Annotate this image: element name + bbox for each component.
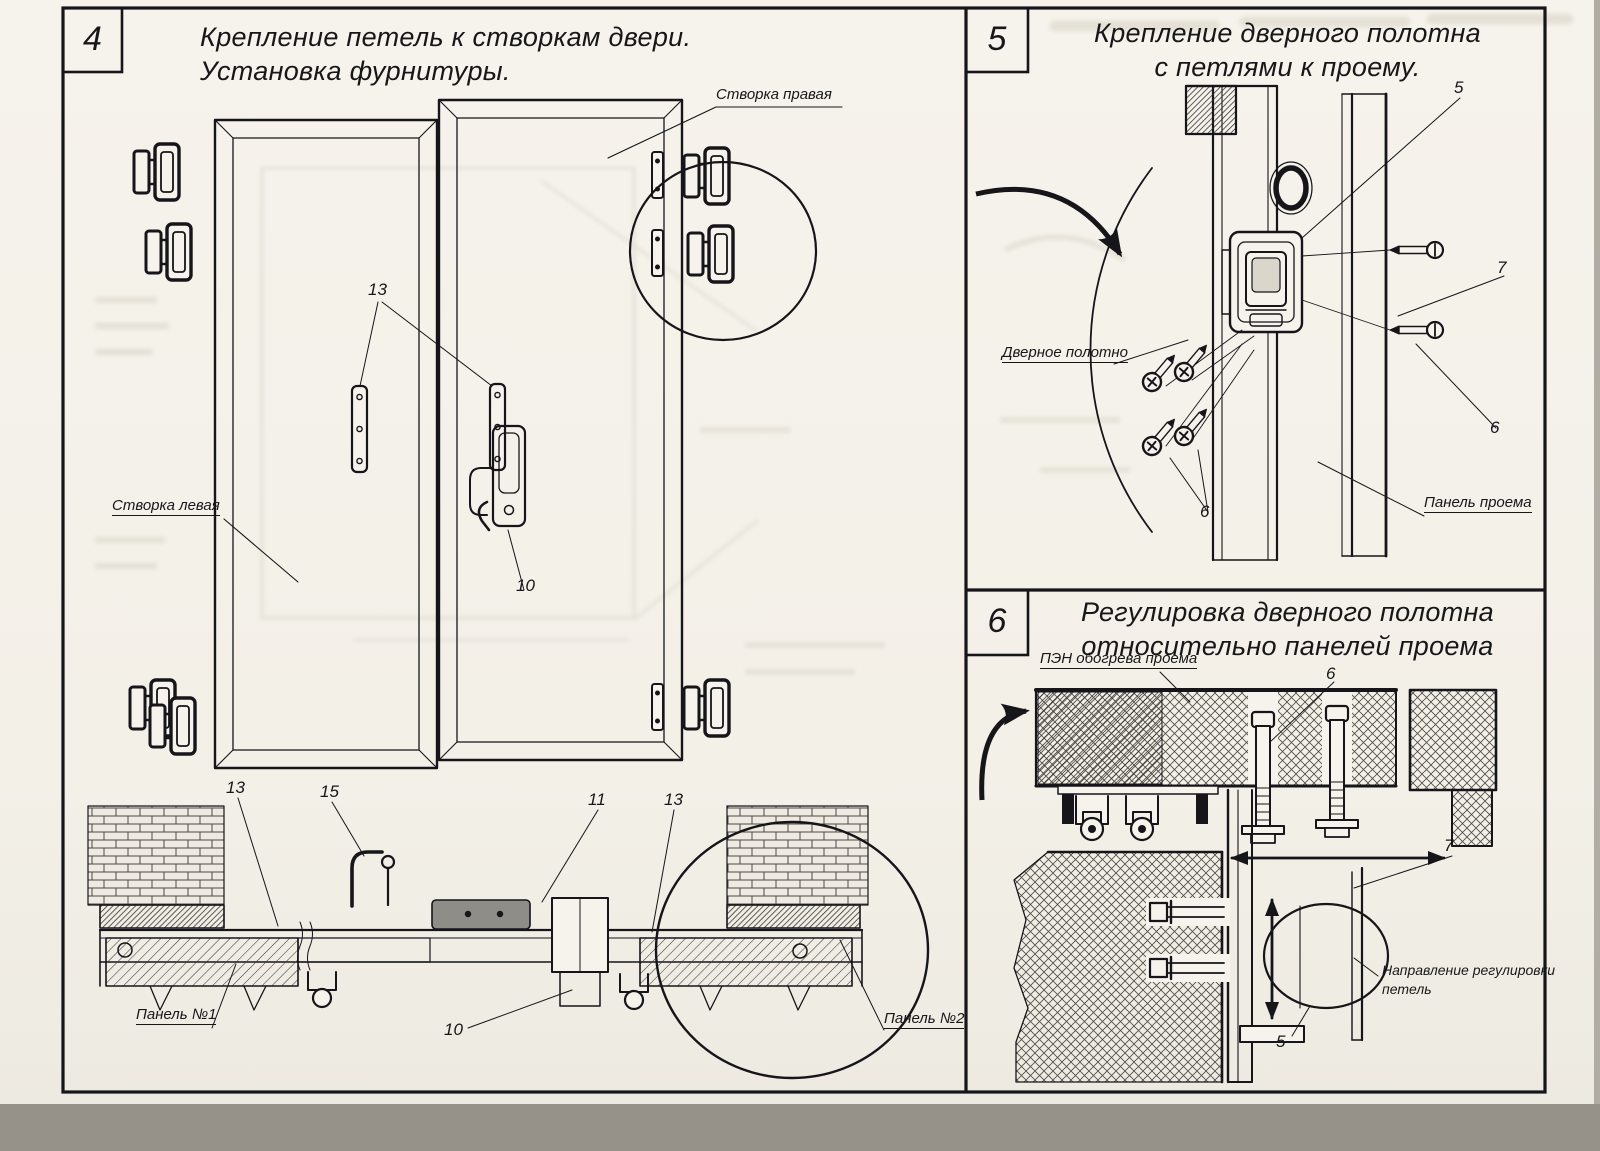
hinge-icon	[144, 222, 193, 282]
latch-plate-icon	[350, 384, 369, 474]
leader-opening-panel	[1317, 461, 1425, 517]
label-leaf-right: Створка правая	[716, 86, 832, 103]
label-opening-panel: Панель проема	[1424, 494, 1532, 514]
callout-6: 6	[1326, 664, 1336, 683]
panel4-title-line2: Установка фурнитуры.	[200, 56, 511, 86]
callout-5: 5	[1454, 78, 1464, 97]
bleedthrough-ghosts	[95, 13, 1574, 675]
leader-6-bottom	[1169, 449, 1209, 513]
door-leaf-right-drawing	[437, 98, 684, 762]
magnifier-arc	[1089, 167, 1153, 533]
roller-icon	[1124, 794, 1160, 842]
caster-icon	[306, 970, 338, 1009]
panel4-drawing	[87, 98, 930, 1080]
callout-15: 15	[320, 782, 339, 801]
panel5-title-line2: с петлями к проему.	[1154, 52, 1421, 82]
label-panel1: Панель №1	[136, 1006, 217, 1026]
hinge-icon	[132, 142, 181, 202]
floor-panel-1-section	[105, 937, 299, 987]
hinge-icon	[682, 678, 731, 738]
hinge-icon	[682, 146, 731, 206]
leader-5	[1291, 1005, 1311, 1037]
leader-5	[1301, 97, 1461, 239]
door-leaf-left-drawing	[213, 118, 439, 770]
magnifier-circle-threshold	[654, 820, 930, 1080]
screw-icon	[1388, 320, 1445, 340]
leader-15	[331, 801, 365, 857]
leader-leaf-right	[607, 106, 843, 159]
callout-7: 7	[1497, 258, 1507, 277]
hinge-detail-drawing	[1221, 230, 1304, 334]
leader-13-sill-right	[651, 809, 675, 933]
callout-5: 5	[1276, 1032, 1286, 1051]
leader-panel1	[211, 963, 237, 1029]
magnifier-circle-hinges	[628, 160, 818, 342]
leader-13-doors	[359, 301, 493, 387]
panel4-number: 4	[83, 20, 102, 58]
arrow-to-panel5	[975, 186, 1123, 258]
leader-6-right	[1415, 343, 1497, 429]
arrow-to-panel6	[979, 703, 1030, 801]
callout-10-sill: 10	[444, 1020, 463, 1039]
leader-heater	[1159, 671, 1191, 703]
panel5-title-line1: Крепление дверного полотна	[1094, 18, 1481, 48]
brick-wall-right	[726, 805, 869, 906]
leader-7	[1397, 275, 1505, 317]
leader-10-sill	[467, 989, 573, 1029]
screw-icon	[1170, 338, 1215, 386]
callout-6-bottom: 6	[1200, 502, 1210, 521]
sheet-frame	[61, 6, 1547, 1094]
hinge-plate-icon	[651, 683, 664, 731]
leader-11	[541, 809, 599, 903]
label-heater: ПЭН обогрева проема	[1040, 650, 1198, 670]
scan-edge-bottom	[0, 1104, 1600, 1151]
panel6-number: 6	[987, 602, 1007, 640]
leader-6	[1269, 681, 1335, 743]
panel5-drawing	[1089, 84, 1505, 562]
leader-13-sill-left	[237, 797, 279, 927]
leader-direction	[1353, 957, 1379, 977]
panel5-number: 5	[987, 20, 1007, 58]
screw-axis-guides	[1301, 249, 1391, 331]
callout-10-handle: 10	[516, 576, 535, 595]
leader-7	[1353, 855, 1453, 889]
leader-panel2	[839, 939, 885, 1031]
leader-door-leaf	[1113, 339, 1189, 365]
panel6-drawing	[1013, 671, 1498, 1084]
panel6-title-line1: Регулировка дверного полотна	[1080, 597, 1495, 627]
callout-13-sill-right: 13	[664, 790, 683, 809]
label-door-leaf: Дверное полотно	[1002, 344, 1129, 364]
hinge-loop-drawing	[1262, 902, 1390, 1010]
panel4-title-line1: Крепление петель к створкам двери.	[200, 22, 692, 52]
label-direction-line1: Направление регулировки	[1382, 962, 1555, 978]
threshold-section-drawing	[87, 805, 869, 1011]
callout-13-sill-left: 13	[226, 778, 245, 797]
roller-icon	[1074, 794, 1110, 842]
floor-panel-2-section	[639, 937, 853, 987]
label-panel2: Панель №2	[884, 1010, 965, 1030]
panel6-title-line2: относительно панелей проема	[1081, 631, 1494, 661]
door-handle-drawing	[469, 424, 527, 532]
hinge-icon	[148, 696, 197, 756]
leader-10-handle	[507, 529, 525, 591]
opening-panel-drawing	[1341, 92, 1388, 558]
hinge-icon	[686, 224, 735, 284]
callout-13-doors: 13	[368, 280, 387, 299]
hinge-plate-icon	[651, 229, 664, 277]
callout-7: 7	[1444, 836, 1454, 855]
screw-axis-guides	[1165, 329, 1255, 447]
handle-hole-drawing	[1269, 161, 1313, 215]
label-leaf-left: Створка левая	[112, 497, 220, 517]
callout-6-right: 6	[1490, 418, 1500, 437]
label-direction-line2: петель	[1382, 981, 1432, 997]
leader-leaf-left	[223, 518, 299, 583]
opening-block-right-drawing	[1408, 688, 1498, 847]
callout-11: 11	[588, 790, 606, 809]
scan-edge-right	[1594, 0, 1600, 1104]
brick-wall-left	[87, 805, 225, 906]
screw-icon	[1388, 240, 1445, 260]
